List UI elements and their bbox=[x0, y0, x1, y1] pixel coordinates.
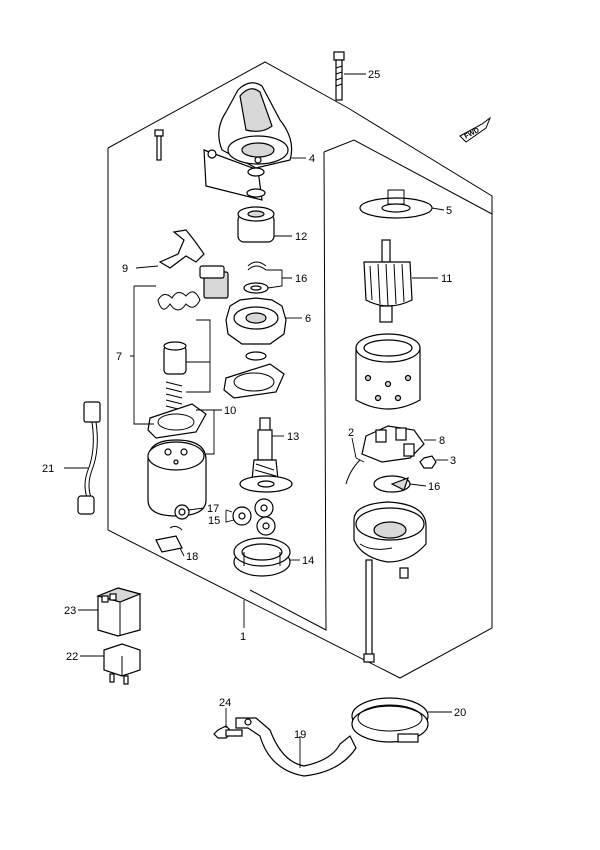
part-bolt-25[interactable] bbox=[333, 51, 345, 101]
part-lead-wire-21[interactable] bbox=[77, 401, 101, 515]
callout-labels: 25 4 5 12 9 16 6 7 11 10 13 2 8 3 16 17 … bbox=[42, 69, 466, 741]
fwd-arrow-icon: FWD bbox=[459, 116, 492, 143]
part-band-20[interactable] bbox=[351, 697, 429, 743]
leader-lines bbox=[64, 73, 452, 768]
part-lever-9[interactable] bbox=[158, 229, 205, 269]
callout-17: 17 bbox=[207, 503, 219, 515]
part-end-bracket bbox=[353, 501, 427, 563]
callout-20: 20 bbox=[454, 707, 466, 719]
callout-18: 18 bbox=[186, 551, 198, 563]
part-ring-gear-14[interactable] bbox=[233, 537, 291, 577]
part-bolt-small bbox=[154, 129, 164, 161]
callout-12: 12 bbox=[295, 231, 307, 243]
callout-10: 10 bbox=[224, 405, 236, 417]
callout-23: 23 bbox=[64, 605, 76, 617]
part-nut-3[interactable] bbox=[419, 455, 437, 469]
callout-16-lower: 16 bbox=[428, 481, 440, 493]
callout-19: 19 bbox=[294, 729, 306, 741]
callout-25: 25 bbox=[368, 69, 380, 81]
fwd-label: FWD bbox=[463, 127, 480, 141]
part-seal-plate bbox=[223, 363, 285, 399]
callout-15: 15 bbox=[208, 515, 220, 527]
part-brush-holder-8[interactable] bbox=[345, 425, 425, 485]
callout-22: 22 bbox=[66, 651, 78, 663]
callout-14: 14 bbox=[302, 555, 314, 567]
callout-7: 7 bbox=[116, 351, 122, 363]
part-nut-17[interactable] bbox=[174, 504, 190, 520]
part-pinion-housing-4[interactable] bbox=[203, 82, 293, 201]
part-planetary-gears-15[interactable] bbox=[232, 498, 276, 536]
callout-16-upper: 16 bbox=[295, 273, 307, 285]
callout-5: 5 bbox=[446, 205, 452, 217]
callout-11: 11 bbox=[441, 273, 452, 285]
callout-13: 13 bbox=[287, 431, 299, 443]
part-relay-23[interactable] bbox=[96, 587, 142, 637]
callout-3: 3 bbox=[450, 455, 456, 467]
part-snap-ring-16a[interactable] bbox=[243, 261, 269, 294]
part-clamp-18[interactable] bbox=[155, 525, 183, 553]
callout-4: 4 bbox=[309, 153, 315, 165]
part-gear-cover-6[interactable] bbox=[225, 297, 287, 361]
part-bracket-19[interactable] bbox=[235, 717, 357, 777]
callout-24: 24 bbox=[219, 697, 231, 709]
part-washer-16b[interactable] bbox=[373, 475, 411, 493]
callout-6: 6 bbox=[305, 313, 311, 325]
assembly-outline bbox=[107, 61, 493, 679]
part-pinion-12[interactable] bbox=[237, 167, 275, 243]
part-plate-5[interactable] bbox=[359, 189, 433, 219]
part-relay-22[interactable] bbox=[103, 643, 141, 685]
callout-1: 1 bbox=[240, 631, 246, 643]
callout-9: 9 bbox=[122, 263, 128, 275]
part-solenoid-kit-7[interactable] bbox=[147, 265, 229, 439]
callout-2: 2 bbox=[348, 427, 354, 439]
callout-21: 21 bbox=[42, 463, 54, 475]
part-magnetic-switch bbox=[147, 439, 207, 517]
part-yoke bbox=[355, 333, 421, 410]
part-shaft-13[interactable] bbox=[239, 417, 293, 493]
callout-8: 8 bbox=[439, 435, 445, 447]
part-armature-11[interactable] bbox=[363, 239, 413, 323]
part-through-bolt bbox=[363, 559, 409, 663]
